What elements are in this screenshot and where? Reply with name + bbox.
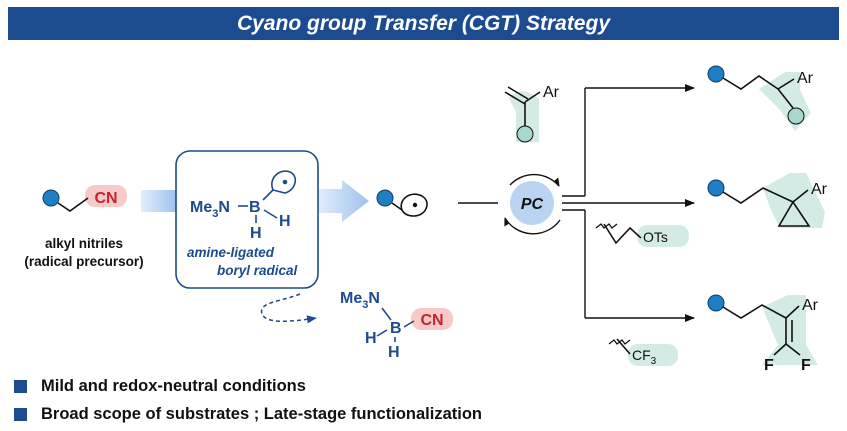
title-banner: Cyano group Transfer (CGT) Strategy bbox=[8, 7, 839, 40]
bullet-item: Mild and redox-neutral conditions bbox=[14, 372, 482, 400]
styrene-partner: Ar bbox=[504, 84, 560, 143]
styrene-aryl-label: Ar bbox=[543, 84, 560, 101]
product-2-aryl-label: Ar bbox=[811, 181, 828, 198]
bullet-text: Broad scope of substrates ; Late-stage f… bbox=[41, 404, 482, 423]
reagent-methyl: Me bbox=[190, 199, 212, 216]
byproduct-b-h-bond-left bbox=[376, 329, 388, 337]
alkyl-nitrile-structure: CN bbox=[42, 185, 127, 212]
alkyl-bond bbox=[57, 197, 89, 212]
tosylate-partner: OTs bbox=[595, 223, 689, 247]
byproduct-b-c-bond bbox=[403, 320, 415, 328]
tosylate-wavy-bond bbox=[595, 223, 618, 229]
photocatalyst-label: PC bbox=[521, 196, 544, 213]
b-orbital-bond bbox=[262, 188, 275, 201]
tosylate-label: OTs bbox=[643, 229, 668, 245]
cyclopropane-ring bbox=[777, 200, 811, 227]
radical-alkyl-atom bbox=[376, 189, 394, 207]
bullet-item: Broad scope of substrates ; Late-stage f… bbox=[14, 400, 482, 428]
product-3-alkyl-atom bbox=[707, 294, 725, 312]
boryl-radical-structure: Me3N B H H bbox=[190, 170, 297, 242]
nitrile-highlight bbox=[85, 185, 127, 207]
product-3-fluorine-right: F bbox=[801, 357, 811, 374]
carbon-radical-electron-dot bbox=[412, 202, 418, 208]
branch-arrows bbox=[562, 84, 695, 322]
substrate-label-line1: alkyl nitriles bbox=[45, 236, 123, 251]
substrate-label-line2: (radical precursor) bbox=[24, 254, 143, 269]
byproduct-methyl-sub: 3 bbox=[362, 299, 368, 311]
product-1-aryl-label: Ar bbox=[797, 70, 814, 87]
byproduct-hydrogen-down: H bbox=[388, 344, 400, 361]
byproduct-hydrogen-left: H bbox=[365, 330, 377, 347]
product-2-structure: Ar bbox=[707, 173, 828, 228]
photocatalyst-circle bbox=[510, 181, 554, 225]
cyanoborane-byproduct: Me3N B CN H H bbox=[340, 290, 453, 361]
alkyl-group-atom bbox=[42, 189, 60, 207]
photocatalyst-cycle: PC bbox=[504, 173, 561, 235]
byproduct-n-b-bond bbox=[381, 307, 392, 321]
product-2-alkyl-atom bbox=[707, 179, 725, 197]
nitrile-group-label: CN bbox=[94, 190, 117, 207]
bullet-text: Mild and redox-neutral conditions bbox=[41, 376, 306, 395]
banner-title: Cyano group Transfer (CGT) Strategy bbox=[237, 11, 610, 35]
bullet-square-icon bbox=[14, 407, 27, 421]
byproduct-nitrile-label: CN bbox=[420, 312, 443, 329]
reagent-nitrogen: N bbox=[218, 199, 230, 216]
svg-text:Me3N: Me3N bbox=[340, 290, 380, 311]
reagent-hydrogen-right: H bbox=[279, 213, 291, 230]
cycle-arc-bottom bbox=[504, 217, 561, 235]
bullet-square-icon bbox=[14, 379, 27, 393]
reagent-caption-line1: amine-ligated bbox=[187, 245, 275, 260]
product-3-fluorine-left: F bbox=[764, 357, 774, 374]
byproduct-nitrile-highlight bbox=[411, 308, 453, 330]
product-1-alkyl-atom bbox=[707, 65, 725, 83]
alkyl-radical-structure bbox=[376, 189, 428, 217]
cycle-arc-top bbox=[509, 173, 560, 187]
styrene-substituent-atom bbox=[516, 125, 534, 143]
conclusion-bullets: Mild and redox-neutral conditions Broad … bbox=[14, 372, 482, 428]
svg-text:CF3: CF3 bbox=[632, 347, 657, 367]
radical-bond bbox=[391, 202, 403, 211]
radical-electron-dot bbox=[282, 179, 288, 185]
product-3-structure: Ar F F bbox=[707, 294, 819, 374]
trifluoromethyl-label: CF bbox=[632, 347, 651, 363]
tosylate-highlight bbox=[637, 225, 689, 247]
reagent-caption-line2: boryl radical bbox=[217, 263, 298, 278]
byproduct-boron: B bbox=[390, 320, 402, 337]
svg-text:Me3N: Me3N bbox=[190, 199, 230, 220]
b-h-bond-right bbox=[263, 209, 278, 219]
fat-arrow-head bbox=[318, 180, 369, 222]
reagent-boron: B bbox=[249, 199, 261, 216]
fat-arrow-tail bbox=[141, 190, 177, 212]
trifluoromethyl-partner: CF3 bbox=[608, 338, 678, 367]
product-3-aryl-label: Ar bbox=[802, 297, 819, 314]
product-1-structure: Ar bbox=[707, 65, 814, 131]
reagent-methyl-sub: 3 bbox=[212, 208, 218, 220]
byproduct-methyl: Me bbox=[340, 290, 362, 307]
trifluoromethyl-sub: 3 bbox=[651, 356, 657, 367]
byproduct-arrow bbox=[260, 293, 317, 324]
byproduct-nitrogen: N bbox=[368, 290, 380, 307]
trifluoromethyl-highlight bbox=[628, 344, 678, 366]
reagent-hydrogen-down: H bbox=[250, 225, 262, 242]
product-1-substituent-atom bbox=[787, 107, 805, 125]
